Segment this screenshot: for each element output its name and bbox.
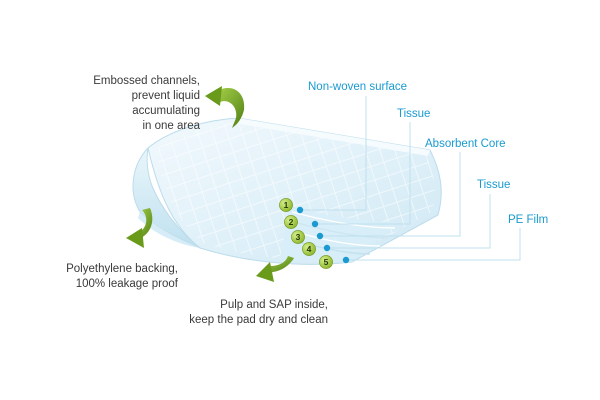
curved-arrow-icon (205, 86, 245, 128)
callout-pulp-line2: keep the pad dry and clean (189, 314, 328, 326)
curved-arrow-icon (126, 208, 153, 248)
layer-label-tissue-top: Tissue (397, 108, 431, 120)
badge-number-4: 4 (307, 244, 312, 254)
layer-label-absorbent-core: Absorbent Core (425, 138, 506, 150)
badge-number-2: 2 (289, 217, 294, 227)
dot-icon (316, 232, 324, 240)
callout-embossed-line3: in one area (142, 120, 200, 132)
callout-pulp-sap: Pulp and SAP inside, keep the pad dry an… (178, 298, 328, 328)
badge-number-3: 3 (296, 232, 301, 242)
layer-label-non-woven-surface: Non-woven surface (308, 81, 408, 93)
callout-polyethylene-backing: Polyethylene backing, 100% leakage proof (40, 262, 178, 292)
leader-lines (301, 96, 521, 261)
dot-icon (296, 206, 304, 214)
callout-embossed-line1: Embossed channels, (93, 75, 200, 87)
pad-curled-edge (132, 146, 201, 249)
dot-icon (342, 256, 350, 264)
layer-dots (296, 206, 350, 264)
badge-number-5: 5 (324, 257, 329, 267)
callout-embossed-line2: prevent liquid accumulating (131, 90, 200, 117)
dot-icon (323, 244, 331, 252)
layer-badges: 1 2 3 4 5 (279, 198, 333, 269)
curved-arrow-icon (256, 256, 294, 282)
callout-backing-line1: Polyethylene backing, (66, 263, 178, 275)
callout-embossed-channels: Embossed channels, prevent liquid accumu… (70, 74, 200, 134)
layer-label-pe-film: PE Film (508, 214, 549, 226)
badge-number-1: 1 (284, 200, 289, 210)
callout-pulp-line1: Pulp and SAP inside, (220, 299, 328, 311)
callout-backing-line2: 100% leakage proof (75, 278, 178, 290)
layer-label-tissue-bottom: Tissue (477, 179, 511, 191)
dot-icon (311, 220, 319, 228)
